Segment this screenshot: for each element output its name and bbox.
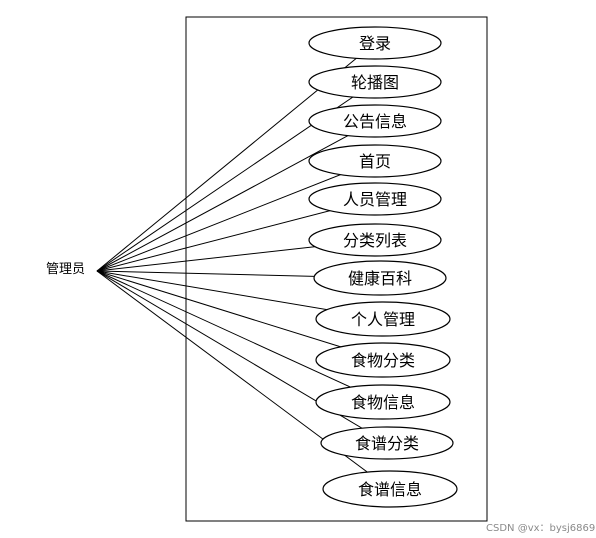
use-case-ellipse [308, 223, 442, 257]
use-case-ellipse [313, 260, 447, 296]
watermark: CSDN @vx：bysj6869 [486, 523, 595, 534]
use-case: 食谱信息 [322, 470, 458, 508]
association-line [96, 270, 391, 490]
use-case-group: 登录轮播图公告信息首页人员管理分类列表健康百科个人管理食物分类食物信息食谱分类食… [308, 26, 458, 508]
use-case-label: 登录 [359, 34, 391, 53]
use-case-ellipse [315, 384, 451, 420]
use-case-ellipse [322, 470, 458, 508]
use-case-label: 食谱信息 [358, 480, 422, 499]
use-case: 个人管理 [315, 301, 451, 337]
association-line [96, 270, 384, 403]
use-case-label: 轮播图 [351, 73, 399, 92]
actor-label: 管理员 [46, 262, 85, 277]
use-case-label: 健康百科 [348, 269, 412, 288]
association-line [96, 270, 384, 361]
use-case: 登录 [308, 26, 442, 60]
use-case-label: 公告信息 [343, 112, 407, 131]
use-case: 健康百科 [313, 260, 447, 296]
use-case-ellipse [308, 26, 442, 60]
use-case-ellipse [308, 182, 442, 216]
use-case-ellipse [308, 144, 442, 178]
use-case: 公告信息 [308, 104, 442, 138]
use-case-label: 人员管理 [343, 190, 407, 209]
use-case: 人员管理 [308, 182, 442, 216]
use-case: 食谱分类 [320, 426, 454, 460]
use-case-label: 食谱分类 [355, 434, 419, 453]
association-line [96, 120, 376, 272]
use-case: 食物信息 [315, 384, 451, 420]
use-case-label: 分类列表 [343, 231, 407, 250]
use-case-ellipse [308, 65, 442, 99]
association-line [96, 160, 376, 272]
use-case: 首页 [308, 144, 442, 178]
use-case-ellipse [315, 301, 451, 337]
use-case: 分类列表 [308, 223, 442, 257]
use-case-label: 首页 [359, 152, 391, 171]
use-case-label: 食物分类 [351, 351, 415, 370]
system-boundary [185, 16, 488, 522]
use-case-ellipse [315, 342, 451, 378]
use-case-ellipse [320, 426, 454, 460]
use-case-label: 食物信息 [351, 393, 415, 412]
use-case-ellipse [308, 104, 442, 138]
use-case-label: 个人管理 [351, 310, 415, 329]
use-case: 轮播图 [308, 65, 442, 99]
use-case: 食物分类 [315, 342, 451, 378]
